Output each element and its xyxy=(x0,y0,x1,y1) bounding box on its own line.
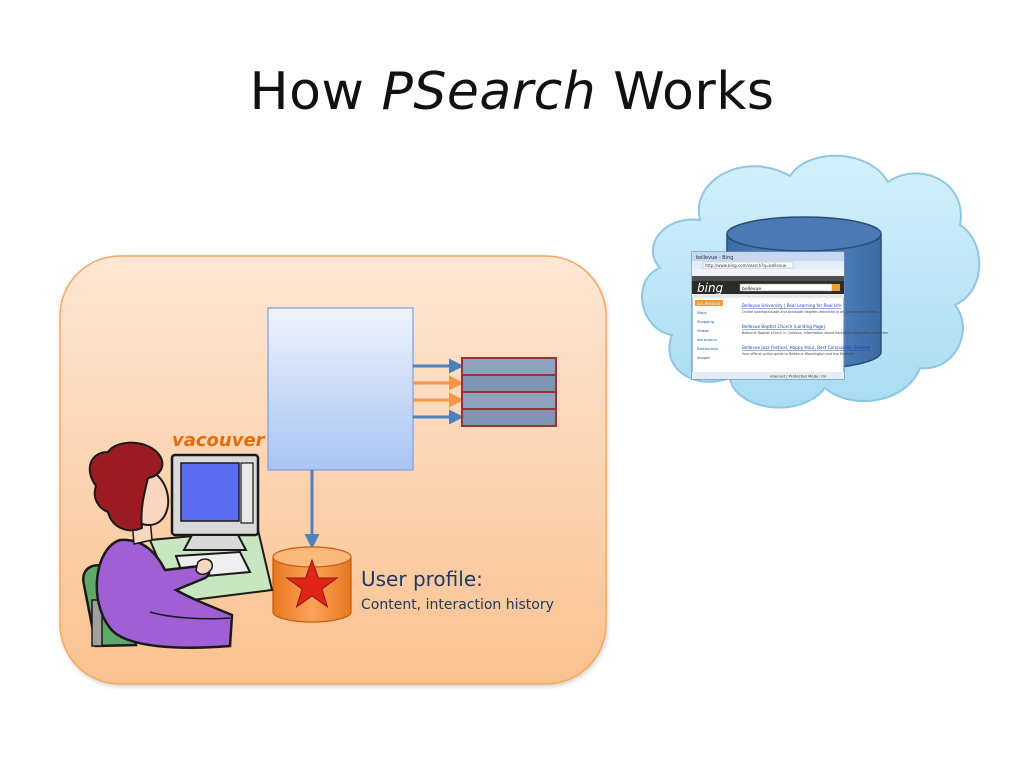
result-row xyxy=(461,408,557,427)
user-profile-detail: Content, interaction history xyxy=(361,597,554,613)
browser-sidebar-item: Shopping xyxy=(697,320,714,324)
browser-result-snippet: Bellevue Baptist church in Cordova. Info… xyxy=(742,331,888,335)
result-row xyxy=(461,357,557,376)
browser-tab-title: bellevue - Bing xyxy=(696,255,733,261)
user-profile-heading: User profile: xyxy=(361,567,483,591)
user-at-computer-clipart xyxy=(82,441,274,649)
query-text: vacouver xyxy=(172,430,266,451)
result-arrows xyxy=(413,358,464,425)
title-prefix: How xyxy=(249,62,365,122)
browser-sidebar-item: Maps xyxy=(697,311,707,315)
star-icon xyxy=(285,558,339,609)
result-row xyxy=(461,374,557,393)
browser-address-bar xyxy=(702,261,794,269)
browser-sidebar-item: Attractions xyxy=(697,338,717,342)
browser-result-snippet: Your official online guide to Bellevue W… xyxy=(742,352,854,356)
browser-address: http://www.bing.com/search?q=bellevue xyxy=(705,263,787,268)
person-hair xyxy=(88,441,164,532)
browser-sidebar: ALL RESULTS MapsShoppingVideosAttractions… xyxy=(697,302,721,360)
browser-search-value: bellevue xyxy=(742,286,761,292)
browser-sidebar-item: ALL RESULTS xyxy=(697,302,721,306)
browser-sidebar-item: Restaurants xyxy=(697,347,719,351)
result-list xyxy=(461,357,557,427)
page-title: How PSearch Works xyxy=(0,62,1024,122)
browser-result-title: Bellevue Jazz Festival, Happy Hour, Best… xyxy=(742,345,870,350)
browser-logo: bing xyxy=(697,281,724,295)
title-emphasis: PSearch xyxy=(381,62,597,122)
browser-window-icon: bellevue - Bing http://www.bing.com/sear… xyxy=(691,251,888,380)
browser-results: Bellevue University | Real Learning for … xyxy=(742,303,888,356)
monitor-screen xyxy=(180,462,240,522)
browser-result-snippet: Online undergraduate and graduate degree… xyxy=(742,310,878,314)
browser-sidebar-item: Videos xyxy=(697,329,709,333)
result-row xyxy=(461,391,557,410)
personalization-engine-box xyxy=(267,307,414,471)
title-suffix: Works xyxy=(613,62,775,122)
browser-status: Internet | Protected Mode: On xyxy=(770,374,827,379)
browser-sidebar-item: Images xyxy=(697,356,710,360)
browser-result-title: Bellevue University | Real Learning for … xyxy=(742,303,842,308)
user-profile-database-icon xyxy=(272,546,352,623)
browser-result-title: Bellevue Baptist Church (Landing Page) xyxy=(742,324,825,329)
